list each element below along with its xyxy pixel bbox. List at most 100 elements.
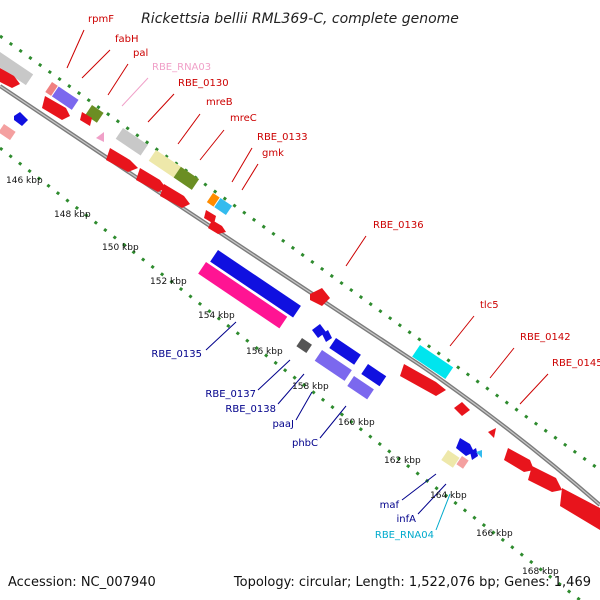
gene-RBE_0133[interactable] <box>206 193 220 207</box>
callout-line <box>449 315 475 347</box>
gene-label[interactable]: fabH <box>115 34 139 45</box>
position-ticks: 146 kbp 148 kbp 150 kbp 152 kbp 154 kbp 156 k… <box>6 176 559 577</box>
gene-cyan-tiny[interactable] <box>476 450 482 458</box>
gene-pink-left[interactable] <box>0 124 16 141</box>
gene-mreC[interactable] <box>173 166 200 190</box>
gene-RBE_0130[interactable] <box>115 128 148 156</box>
gene-label[interactable]: maf <box>380 500 400 511</box>
gene-label[interactable]: mreC <box>230 113 257 124</box>
gene-red-2[interactable] <box>42 96 70 120</box>
callout-line <box>489 347 515 379</box>
gene-fabH[interactable] <box>51 86 79 110</box>
tick-label: 156 kbp <box>246 347 283 357</box>
callout-line <box>205 321 237 351</box>
callout-line <box>319 405 347 439</box>
reverse-strand-genes <box>0 112 482 469</box>
gene-RBE_0136[interactable] <box>310 288 330 306</box>
gene-blue-left[interactable] <box>14 112 28 126</box>
tick-label: 150 kbp <box>102 243 139 253</box>
callout-line <box>519 373 549 405</box>
callout-line <box>241 163 259 191</box>
tick-label: 168 kbp <box>522 567 559 577</box>
gene-red-12[interactable] <box>560 488 600 530</box>
gene-label[interactable]: RBE_0130 <box>178 78 229 89</box>
gene-blue-small[interactable] <box>322 330 332 342</box>
gene-label[interactable]: RBE_RNA04 <box>375 530 434 541</box>
callout-line <box>417 483 447 515</box>
callout-line <box>257 359 291 391</box>
label-callouts <box>66 29 549 531</box>
gene-label[interactable]: infA <box>397 514 417 525</box>
gene-mreB[interactable] <box>148 150 181 178</box>
tick-label: 152 kbp <box>150 277 187 287</box>
tick-label: 158 kbp <box>292 382 329 392</box>
gene-pal[interactable] <box>85 105 104 123</box>
gene-label[interactable]: RBE_0133 <box>257 132 308 143</box>
gene-label[interactable]: gmk <box>262 148 284 159</box>
gene-RBE_0137[interactable] <box>296 338 312 354</box>
gene-red-5[interactable] <box>136 168 166 192</box>
gene-phbC[interactable] <box>347 376 374 400</box>
gene-label[interactable]: RBE_0145 <box>552 358 600 369</box>
tick-label: 148 kbp <box>54 210 91 220</box>
gene-RBE_0135[interactable] <box>198 262 288 329</box>
gene-label[interactable]: RBE_0136 <box>373 220 424 231</box>
gene-label[interactable]: rpmF <box>88 14 114 25</box>
gene-label[interactable]: RBE_0135 <box>151 349 202 360</box>
gene-label[interactable]: paaJ <box>272 419 294 430</box>
tick-label: 146 kbp <box>6 176 43 186</box>
gene-blue-right[interactable] <box>361 364 387 387</box>
gene-pink-small[interactable] <box>45 82 58 96</box>
callout-line <box>121 77 149 107</box>
gene-tlc5[interactable] <box>412 345 454 379</box>
callout-line <box>199 129 225 161</box>
tick-label: 154 kbp <box>198 311 235 321</box>
gene-infA[interactable] <box>441 450 460 468</box>
gene-label[interactable]: mreB <box>206 97 233 108</box>
callout-line <box>177 113 201 145</box>
accession-text: Accession: NC_007940 <box>8 575 156 590</box>
gene-red-6[interactable] <box>160 184 190 208</box>
outer-dotted-ring <box>0 34 600 472</box>
gene-RBE_0145[interactable] <box>504 448 534 472</box>
gene-red-11[interactable] <box>528 466 562 492</box>
gene-gmk[interactable] <box>214 198 233 215</box>
tick-label: 162 kbp <box>384 456 421 466</box>
gene-rpmF[interactable] <box>0 68 20 88</box>
gene-label[interactable]: RBE_0142 <box>520 332 571 343</box>
gene-blue-mid[interactable] <box>329 338 361 365</box>
callout-line <box>435 493 451 531</box>
tick-label: 166 kbp <box>476 529 513 539</box>
tick-label: 160 kbp <box>338 418 375 428</box>
gene-red-10[interactable] <box>488 428 496 438</box>
gene-label[interactable]: phbC <box>292 438 318 449</box>
gene-label[interactable]: RBE_0137 <box>205 389 256 400</box>
gene-paaJ[interactable] <box>314 350 352 381</box>
gene-label[interactable]: RBE_RNA03 <box>152 62 211 73</box>
gene-gray-a[interactable] <box>0 52 34 86</box>
gene-red-8[interactable] <box>208 220 226 234</box>
gene-blue-tiny[interactable] <box>470 448 478 460</box>
gene-RBE_0142[interactable] <box>454 402 470 416</box>
gene-label[interactable]: RBE_0138 <box>225 404 276 415</box>
gene-red-3[interactable] <box>80 112 92 126</box>
gene-maf[interactable] <box>456 438 474 456</box>
callout-line <box>231 147 253 183</box>
genome-summary-text: Topology: circular; Length: 1,522,076 bp… <box>233 575 591 590</box>
gene-label[interactable]: tlc5 <box>480 300 499 311</box>
callout-line <box>277 373 305 405</box>
gene-red-4[interactable] <box>106 148 138 172</box>
callout-line <box>345 235 367 267</box>
gene-red-7[interactable] <box>204 210 216 224</box>
gene-red-9[interactable] <box>400 364 446 396</box>
gene-RBE_RNA04[interactable] <box>456 456 469 469</box>
gene-blue-long[interactable] <box>210 250 301 318</box>
gene-RBE_RNA03[interactable] <box>96 132 104 142</box>
forward-strand-genes <box>0 52 454 379</box>
callout-line <box>81 49 111 79</box>
gene-labels: rpmFfabHpalRBE_RNA03RBE_0130mreBmreCRBE_… <box>88 14 600 541</box>
gene-label[interactable]: pal <box>133 48 148 59</box>
red-gene-arrows <box>0 68 600 530</box>
